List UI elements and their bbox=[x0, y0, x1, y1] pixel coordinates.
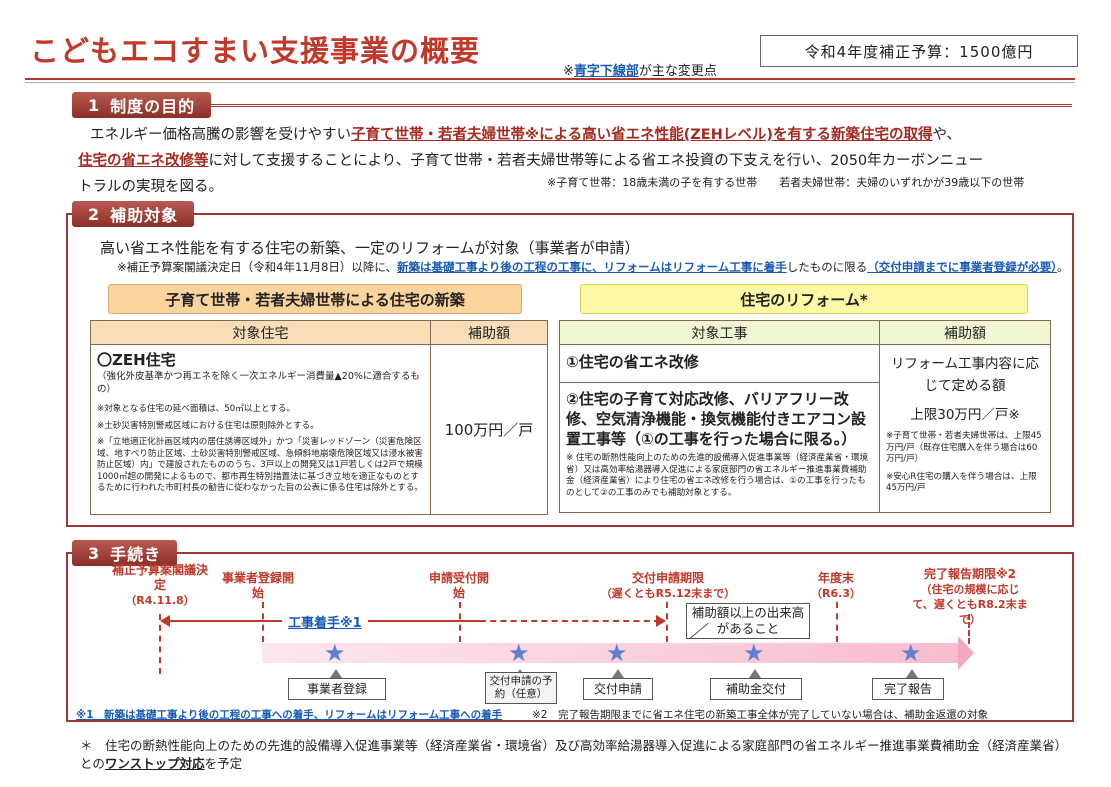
milestone-fiscal-year-end: 年度末 （R6.3） bbox=[811, 571, 861, 600]
zeh-description: （強化外皮基準かつ再エネを除く一次エネルギー消費量▲20%に適合するもの） bbox=[97, 371, 420, 395]
star-icon: ★ bbox=[508, 639, 530, 667]
guide-fiscal-year-end bbox=[836, 602, 838, 642]
star-icon: ★ bbox=[606, 639, 628, 667]
section1-footnote: ※子育て世帯：18歳未満の子を有する世帯 若者夫婦世帯：夫婦のいずれかが39歳以… bbox=[547, 176, 1025, 189]
reform-col-amount: 補助額 bbox=[879, 320, 1051, 345]
new-build-note-3: ※「立地適正化計画区域内の居住誘導区域外」かつ「災害レッドゾーン（災害危険区域、… bbox=[97, 437, 423, 493]
milestone-application-deadline: 交付申請期限 （遅くともR5.12末まで） bbox=[600, 571, 736, 600]
guide-registration-start bbox=[262, 602, 264, 642]
guide-completion-deadline bbox=[968, 614, 970, 644]
step-pointer bbox=[612, 669, 624, 678]
section3-frame bbox=[66, 552, 1074, 722]
section3-number: 3 bbox=[88, 543, 101, 563]
guide-application-start bbox=[459, 602, 461, 642]
guide-cabinet-decision bbox=[159, 614, 161, 674]
work-start-arrow-left-head bbox=[160, 615, 170, 627]
new-build-note-2: ※土砂災害特別警戒区域における住宅は原則除外とする。 bbox=[97, 420, 319, 431]
progress-callout: 補助額以上の出来高があること bbox=[686, 603, 810, 639]
section2-note: ※補正予算案閣議決定日（令和4年11月8日）以降に、新築は基礎工事より後の工程の… bbox=[117, 260, 1069, 274]
new-build-amount: 100万円／戸 bbox=[444, 421, 534, 439]
step-completion-report: 完了報告 bbox=[872, 678, 944, 700]
section1-rule bbox=[76, 104, 1072, 107]
reform-work-2: ②住宅の子育て対応改修、バリアフリー改修、空気清浄機能・換気機能付きエアコン設置… bbox=[566, 390, 867, 448]
section1-title: 制度の目的 bbox=[110, 97, 196, 116]
reform-work-1: ①住宅の省エネ改修 bbox=[566, 353, 699, 371]
change-note-highlight: 青字下線部 bbox=[573, 64, 639, 79]
reform-amount-cell: リフォーム工事内容に応じて定める額 上限30万円／戸※ ※子育て世帯・若者夫婦世… bbox=[879, 344, 1051, 513]
section3-footnote-1: ※1 新築は基礎工事より後の工程の工事への着手、リフォームはリフォーム工事への着… bbox=[76, 709, 503, 721]
reform-amount-1: リフォーム工事内容に応じて定める額 bbox=[890, 356, 1040, 394]
new-build-amount-cell: 100万円／戸 bbox=[430, 344, 548, 515]
step-pointer bbox=[906, 669, 918, 678]
milestone-cabinet-decision: 補正予算案閣議決定 （R4.11.8） bbox=[111, 563, 208, 607]
step-pointer bbox=[749, 669, 761, 678]
section3-footnote-2: ※2 完了報告期限までに省エネ住宅の新築工事全体が完了していない場合は、補助金返… bbox=[532, 709, 989, 721]
new-build-note-1: ※対象となる住宅の延べ面積は、50㎡以上とする。 bbox=[97, 404, 296, 414]
reform-amount-note-2: ※安心R住宅の購入を伴う場合は、上限45万円/戸 bbox=[886, 471, 1037, 494]
reform-amount-note-1: ※子育て世帯・若者夫婦世帯は、上限45万円/戸（既存住宅購入を伴う場合は60万円… bbox=[886, 431, 1042, 464]
section2-lead: 高い省エネ性能を有する住宅の新築、一定のリフォームが対象（事業者が申請） bbox=[100, 239, 640, 257]
zeh-title: 〇ZEH住宅 bbox=[97, 351, 176, 369]
new-build-target-cell: 〇ZEH住宅 （強化外皮基準かつ再エネを除く一次エネルギー消費量▲20%に適合す… bbox=[90, 344, 431, 515]
page-title: こどもエコすまい支援事業の概要 bbox=[30, 34, 481, 68]
reform-amount-2: 上限30万円／戸※ bbox=[910, 407, 1020, 423]
section3-title: 手続き bbox=[110, 545, 162, 564]
reform-work-2-cell: ②住宅の子育て対応改修、バリアフリー改修、空気清浄機能・換気機能付きエアコン設置… bbox=[559, 382, 880, 513]
budget-box: 令和4年度補正予算：1500億円 bbox=[760, 35, 1078, 67]
bottom-note: ＊ 住宅の断熱性能向上のための先進的設備導入促進事業等（経済産業省・環境省）及び… bbox=[80, 738, 1068, 771]
milestone-application-start: 申請受付開始 bbox=[428, 571, 489, 600]
reform-col-work: 対象工事 bbox=[559, 320, 880, 345]
step-pointer bbox=[330, 669, 342, 678]
title-divider bbox=[25, 78, 1075, 80]
one-stop-highlight: ワンストップ対応 bbox=[104, 756, 205, 771]
new-build-col-amount: 補助額 bbox=[430, 320, 548, 345]
section3-header: 3 手続き bbox=[72, 540, 178, 566]
step-business-registration: 事業者登録 bbox=[288, 678, 386, 700]
star-icon: ★ bbox=[900, 639, 922, 667]
reform-panel-header: 住宅のリフォーム* bbox=[580, 284, 1028, 314]
new-build-table: 対象住宅 補助額 〇ZEH住宅 （強化外皮基準かつ再エネを除く一次エネルギー消費… bbox=[90, 320, 548, 515]
section2-header: 2 補助対象 bbox=[72, 201, 195, 227]
section1-header: 1 制度の目的 bbox=[72, 92, 212, 118]
section2-title: 補助対象 bbox=[110, 206, 179, 225]
new-build-panel-header: 子育て世帯・若者夫婦世帯による住宅の新築 bbox=[108, 284, 522, 314]
guide-application-deadline bbox=[666, 602, 668, 642]
work-start-arrow-dashed bbox=[480, 620, 660, 622]
change-note: ※青字下線部が主な変更点 bbox=[563, 64, 717, 79]
step-reservation-optional: 交付申請の予約（任意） bbox=[485, 672, 557, 704]
reform-table: 対象工事 補助額 ①住宅の省エネ改修 リフォーム工事内容に応じて定める額 上限3… bbox=[559, 320, 1051, 513]
title-divider-thin bbox=[25, 82, 1075, 83]
section2-number: 2 bbox=[88, 204, 101, 224]
reform-work-note: ※ 住宅の断熱性能向上のための先進的設備導入促進事業等（経済産業省・環境省）又は… bbox=[566, 453, 869, 498]
milestone-completion-deadline: 完了報告期限※2 （住宅の規模に応じて、遅くともR8.2末まで） bbox=[912, 567, 1028, 626]
star-icon: ★ bbox=[743, 639, 765, 667]
step-subsidy-payment: 補助金交付 bbox=[710, 678, 802, 700]
work-start-label: 工事着手※1 bbox=[288, 616, 362, 631]
timeline-band bbox=[262, 643, 962, 663]
section1-number: 1 bbox=[88, 95, 101, 115]
section1-purpose: エネルギー価格高騰の影響を受けやすい子育て世帯・若者夫婦世帯※による高い省エネ性… bbox=[78, 127, 984, 195]
milestone-registration-start: 事業者登録開始 bbox=[221, 571, 294, 600]
new-build-col-target: 対象住宅 bbox=[90, 320, 431, 345]
step-grant-application: 交付申請 bbox=[583, 678, 653, 700]
work-start-arrow-mid bbox=[368, 620, 480, 622]
star-icon: ★ bbox=[324, 639, 346, 667]
timeline-arrowhead bbox=[958, 636, 974, 670]
work-start-arrow-solid bbox=[162, 620, 282, 622]
reform-work-1-cell: ①住宅の省エネ改修 bbox=[559, 344, 880, 383]
work-start-arrow-right-head bbox=[656, 615, 666, 627]
